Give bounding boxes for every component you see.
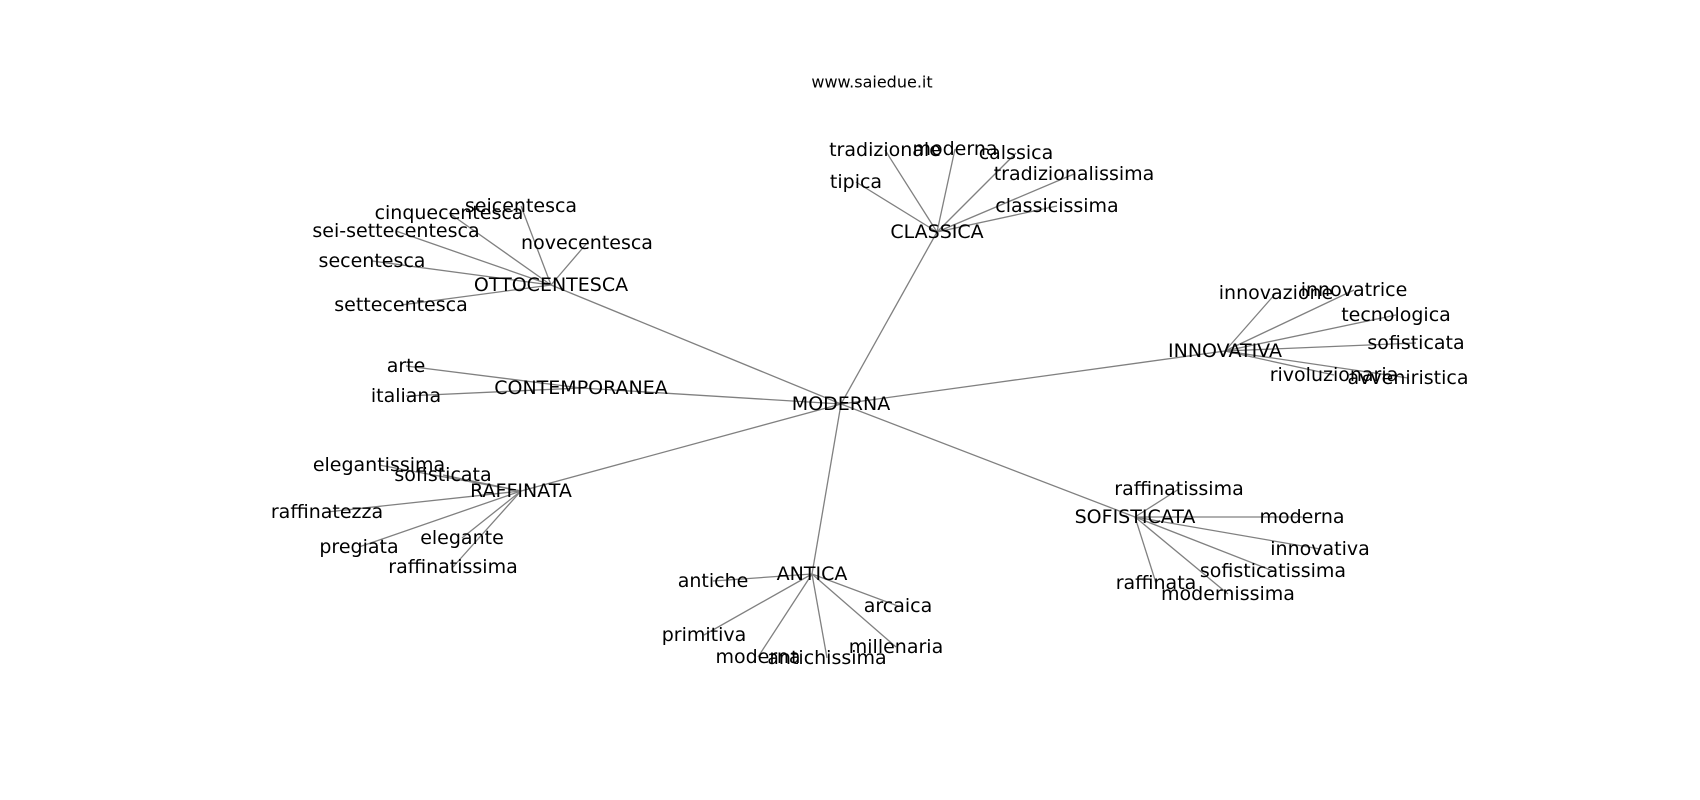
center-node-label: MODERNA [792, 393, 890, 415]
edge-antica-millenaria [811, 573, 897, 648]
group-node-raffinata: RAFFINATA [470, 480, 572, 502]
edge-raffinata-raffinatezza [326, 490, 522, 513]
edge-antica-antiche [712, 573, 813, 582]
word-node-raffinatezza: raffinatezza [271, 501, 383, 523]
edge-raffinata-sofisticata [442, 474, 522, 492]
edge-raffinata-raffinatissima [452, 490, 522, 568]
edge-classica-tipica [855, 181, 938, 233]
edge-sofisticata-innovativa [1134, 516, 1321, 550]
edge-antica-primitiva [703, 573, 813, 636]
edge-innovativa-innovazione [1224, 292, 1277, 352]
edge-ottocentesca-secentesca [371, 260, 552, 286]
word-node-raffinatissima: raffinatissima [1114, 478, 1243, 500]
edge-classica-tradizionale [884, 149, 938, 233]
word-node-antichissima: antichissima [767, 647, 886, 669]
word-node-millenaria: millenaria [849, 636, 943, 658]
edge-ottocentesca-settecentesca [400, 284, 552, 306]
edge-sofisticata-sofisticatissima [1134, 516, 1274, 572]
word-node-tradizionale: tradizionale [829, 139, 941, 161]
edge-center-antica [811, 403, 842, 575]
word-node-innovatrice: innovatrice [1301, 279, 1408, 301]
word-node-seicentesca: seicentesca [465, 195, 577, 217]
word-node-italiana: italiana [371, 385, 441, 407]
word-node-moderna: moderna [1259, 506, 1344, 528]
edge-center-innovativa [840, 350, 1226, 405]
word-node-novecentesca: novecentesca [521, 232, 653, 254]
group-node-ottocentesca: OTTOCENTESCA [474, 274, 628, 296]
edge-innovativa-sofisticata [1224, 342, 1417, 352]
word-node-elegante: elegante [420, 527, 504, 549]
edge-classica-moderna [936, 148, 956, 233]
edge-classica-tradizionalissima [936, 173, 1075, 233]
edge-sofisticata-raffinatissima [1134, 488, 1180, 518]
word-node-pregiata: pregiata [319, 536, 398, 558]
word-node-raffinatissima: raffinatissima [388, 556, 517, 578]
edge-ottocentesca-seicentesca [520, 205, 552, 286]
graph-labels: www.saiedue.it MODERNA CLASSICA tradiziona… [271, 73, 1469, 670]
word-node-arcaica: arcaica [864, 595, 933, 617]
group-node-classica: CLASSICA [890, 221, 983, 243]
group-node-innovativa: INNOVATIVA [1168, 340, 1282, 362]
edge-sofisticata-modernissima [1134, 516, 1229, 595]
edge-contemporanea-arte [405, 365, 582, 389]
word-node-antiche: antiche [678, 570, 749, 592]
word-node-modernissima: modernissima [1161, 583, 1295, 605]
edge-ottocentesca-cinquecentesca [448, 212, 552, 286]
edge-raffinata-pregiata [358, 490, 522, 548]
edge-center-contemporanea [580, 387, 842, 405]
group-node-contemporanea: CONTEMPORANEA [494, 377, 668, 399]
edge-ottocentesca-sei-settecentesca [395, 230, 552, 286]
word-node-primitiva: primitiva [662, 624, 747, 646]
edge-contemporanea-italiana [405, 387, 582, 397]
word-node-sofisticata: sofisticata [394, 464, 491, 486]
word-node-rivoluzionaria: rivoluzionaria [1270, 364, 1399, 386]
edge-center-raffinata [520, 403, 842, 492]
graph-edges [326, 148, 1417, 659]
word-node-tipica: tipica [830, 171, 882, 193]
word-node-sei-settecentesca: sei-settecentesca [312, 220, 479, 242]
word-node-sofisticatissima: sofisticatissima [1200, 560, 1346, 582]
edge-classica-calssica [936, 152, 1017, 233]
edge-center-ottocentesca [550, 284, 842, 405]
edge-classica-classicissima [936, 205, 1058, 233]
word-node-moderna: moderna [912, 138, 997, 160]
word-node-elegantissima: elegantissima [313, 454, 445, 476]
word-node-avveniristica: avveniristica [1348, 367, 1469, 389]
edge-antica-antichissima [811, 573, 828, 659]
edge-innovativa-rivoluzionaria [1224, 350, 1335, 376]
word-node-calssica: calssica [979, 142, 1054, 164]
edge-center-classica [840, 231, 938, 405]
group-node-antica: ANTICA [777, 563, 848, 585]
edge-innovativa-innovatrice [1224, 289, 1355, 352]
word-node-raffinata: raffinata [1116, 572, 1197, 594]
word-node-moderna: moderna [715, 646, 800, 668]
edge-ottocentesca-novecentesca [550, 242, 588, 286]
word-node-arte: arte [387, 355, 426, 377]
word-node-classicissima: classicissima [995, 195, 1118, 217]
edge-antica-moderna [757, 573, 813, 658]
site-watermark: www.saiedue.it [811, 73, 932, 92]
edge-center-sofisticata [840, 403, 1136, 518]
edge-antica-arcaica [811, 573, 899, 607]
edge-raffinata-elegante [461, 490, 522, 539]
word-node-secentesca: secentesca [319, 250, 426, 272]
word-node-cinquecentesca: cinquecentesca [375, 202, 524, 224]
edge-innovativa-tecnologica [1224, 314, 1397, 352]
word-node-settecentesca: settecentesca [334, 294, 467, 316]
word-node-tradizionalissima: tradizionalissima [994, 163, 1155, 185]
word-node-sofisticata: sofisticata [1367, 332, 1464, 354]
group-node-sofisticata: SOFISTICATA [1075, 506, 1196, 528]
edge-sofisticata-raffinata [1134, 516, 1157, 584]
word-node-tecnologica: tecnologica [1341, 304, 1451, 326]
word-node-innovazione: innovazione [1219, 282, 1333, 304]
edge-innovativa-avveniristica [1224, 350, 1409, 379]
word-node-innovativa: innovativa [1270, 538, 1370, 560]
